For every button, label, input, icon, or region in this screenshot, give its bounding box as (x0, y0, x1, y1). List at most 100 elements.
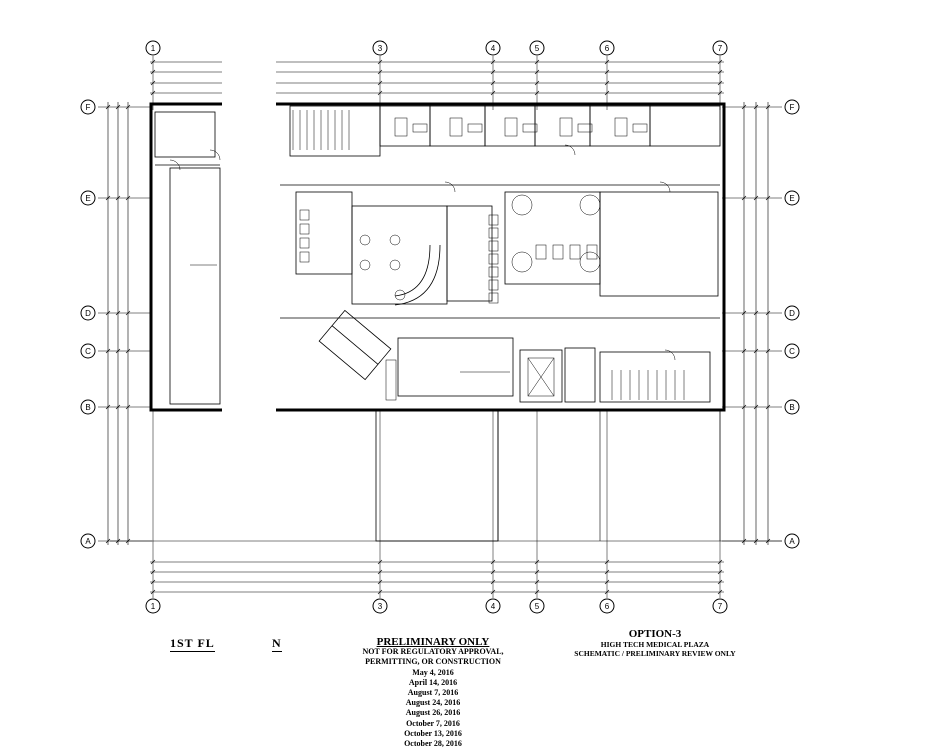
revision-date: October 7, 2016 (406, 718, 460, 728)
chair (488, 266, 499, 278)
drawing-title-part-a: 1ST FL (170, 636, 215, 650)
grid-bubble-circle (80, 305, 96, 321)
grid-bubble-circle (372, 598, 388, 614)
revision-date: August 7, 2016 (407, 688, 459, 698)
room (589, 105, 651, 147)
desk (632, 123, 648, 133)
option-line: SCHEMATIC / PRELIMINARY REVIEW ONLY (574, 649, 736, 658)
grid-bubble-label: E (85, 194, 90, 203)
room (534, 105, 591, 147)
option-block: OPTION-3 HIGH TECH MEDICAL PLAZA SCHEMAT… (560, 628, 750, 658)
room-partitions (154, 105, 721, 405)
exam-table (614, 117, 628, 137)
chair (299, 251, 310, 263)
door-swing (209, 149, 221, 161)
preliminary-heading: PRELIMINARY ONLY (376, 636, 490, 648)
grid-bubble: E (80, 190, 96, 206)
grid-bubble-label: 1 (151, 44, 156, 53)
grid-bubble: F (784, 99, 800, 115)
grid-bubble: 7 (712, 40, 728, 56)
grid-bubble-label: 7 (718, 602, 723, 611)
chair (488, 240, 499, 252)
grid-bubble-circle (784, 190, 800, 206)
door-swing (564, 144, 576, 156)
grid-bubble: B (80, 399, 96, 415)
drawing-title-part-b: N (272, 636, 282, 650)
grid-bubble-label: 1 (151, 602, 156, 611)
grid-bubble-label: 4 (491, 602, 496, 611)
grid-bubble: 1 (145, 598, 161, 614)
grid-lines (98, 56, 782, 598)
chair (488, 253, 499, 265)
lounge-chair (394, 289, 406, 301)
grid-bubble: 4 (485, 40, 501, 56)
grid-bubble-circle (784, 305, 800, 321)
door-swing (169, 159, 181, 171)
grid-bubble: 5 (529, 598, 545, 614)
grid-bubble-circle (485, 40, 501, 56)
exam-table (504, 117, 518, 137)
grid-bubble-circle (529, 598, 545, 614)
grid-bubble-circle (80, 533, 96, 549)
option-heading: OPTION-3 (628, 628, 682, 640)
room (599, 191, 719, 297)
chair (488, 227, 499, 239)
room (169, 167, 221, 405)
grid-bubble: D (784, 305, 800, 321)
grid-bubble-label: 5 (535, 44, 540, 53)
grid-bubble-circle (599, 598, 615, 614)
grid-bubble-label: A (789, 537, 795, 546)
preliminary-line: NOT FOR REGULATORY APPROVAL, (362, 647, 504, 657)
entry-canopy (375, 409, 499, 542)
grid-bubble-circle (372, 40, 388, 56)
grid-bubble-label: D (85, 309, 91, 318)
grid-bubble-label: F (86, 103, 91, 112)
grid-bubble-circle (80, 99, 96, 115)
room (649, 105, 721, 147)
dimension-strings (105, 59, 771, 595)
grid-bubble-label: D (789, 309, 795, 318)
grid-bubble-circle (712, 598, 728, 614)
grid-bubble: 4 (485, 598, 501, 614)
grid-bubble-circle (784, 399, 800, 415)
grid-bubble: D (80, 305, 96, 321)
grid-bubble: E (784, 190, 800, 206)
room (564, 347, 596, 403)
grid-bubble-label: E (789, 194, 794, 203)
grid-bubble-label: C (85, 347, 91, 356)
toilet (535, 244, 547, 260)
grid-bubble: A (80, 533, 96, 549)
grid-bubble-circle (80, 343, 96, 359)
revision-date: August 26, 2016 (405, 708, 461, 718)
preliminary-line: PERMITTING, OR CONSTRUCTION (365, 657, 501, 667)
lounge-chair (359, 234, 371, 246)
grid-bubble-circle (485, 598, 501, 614)
room (484, 105, 536, 147)
exam-table (394, 117, 408, 137)
revision-date: October 28, 2016 (404, 739, 462, 749)
desk (412, 123, 428, 133)
grid-bubble-label: 6 (605, 44, 610, 53)
revision-date: August 24, 2016 (405, 698, 461, 708)
chair (299, 209, 310, 221)
grid-bubble-circle (784, 99, 800, 115)
grid-bubble-circle (599, 40, 615, 56)
elevator-x (527, 357, 555, 397)
chair (488, 292, 499, 304)
preliminary-notice: PRELIMINARY ONLY NOT FOR REGULATORY APPR… (328, 636, 538, 749)
counter (385, 359, 397, 401)
grid-bubble-label: 3 (378, 602, 383, 611)
room (599, 351, 711, 403)
grid-bubble-label: 3 (378, 44, 383, 53)
lounge-chair (389, 234, 401, 246)
grid-bubble-circle (80, 399, 96, 415)
revision-date: October 13, 2016 (404, 728, 462, 738)
grid-bubble: C (80, 343, 96, 359)
chair (488, 279, 499, 291)
restroom-fixture (579, 251, 601, 273)
door-swing (659, 181, 671, 193)
grid-bubble-label: 7 (718, 44, 723, 53)
door-swing (664, 349, 676, 361)
